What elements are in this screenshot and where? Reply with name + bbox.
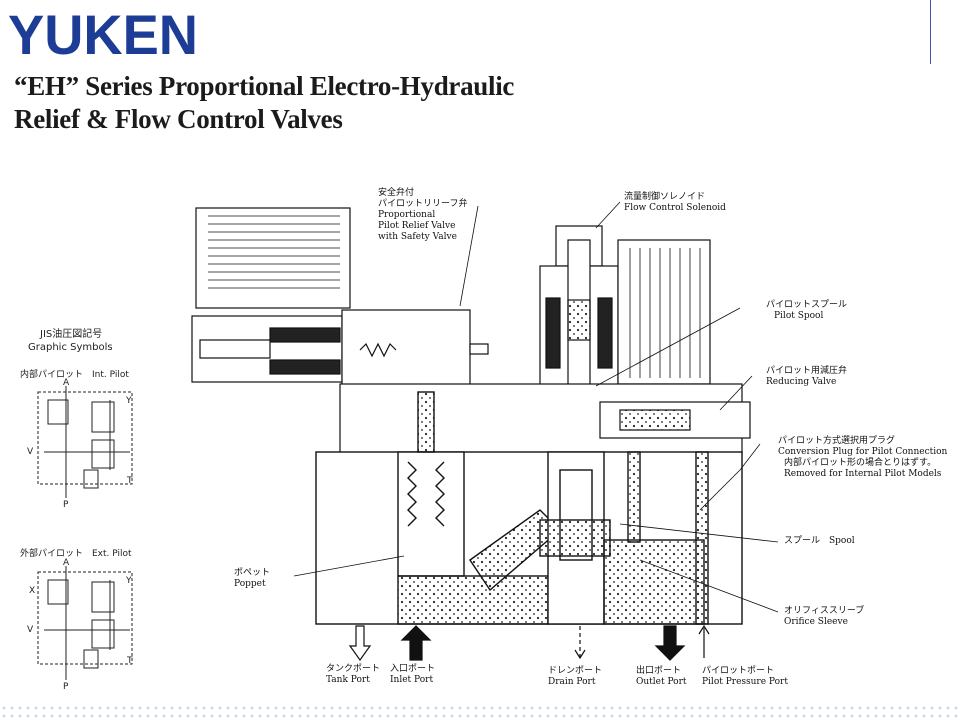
port-y-int: Y bbox=[126, 396, 132, 406]
yuken-logo: YUKEN bbox=[8, 8, 198, 60]
pilot-port-en: Pilot Pressure Port bbox=[702, 677, 788, 687]
drain-port-label: ドレンポート Drain Port bbox=[548, 666, 602, 688]
tank-port-label: タンクポート Tank Port bbox=[326, 664, 380, 686]
outlet-port-label: 出口ポート Outlet Port bbox=[636, 666, 687, 688]
port-p-ext: P bbox=[63, 682, 69, 692]
callout-solenoid-jp: 流量制御ソレノイド bbox=[624, 192, 706, 202]
pilot-relief-body bbox=[191, 309, 489, 391]
header-rule bbox=[930, 0, 931, 64]
title-line-2: Relief & Flow Control Valves bbox=[14, 104, 343, 134]
flow-solenoid-connector bbox=[617, 239, 711, 385]
graphic-symbols-title: JIS油圧図記号 Graphic Symbols bbox=[28, 328, 113, 354]
callout-conversion-jp: パイロット方式選択用プラグ bbox=[778, 436, 896, 446]
inlet-port-label: 入口ポート Inlet Port bbox=[390, 664, 435, 686]
flow-arrows bbox=[348, 624, 710, 662]
callout-reducing-valve: パイロット用減圧弁 Reducing Valve bbox=[766, 366, 847, 388]
port-v-ext: V bbox=[27, 625, 34, 635]
leader-lines bbox=[293, 201, 779, 613]
callout-orifice-en: Orifice Sleeve bbox=[784, 617, 848, 627]
callout-reducing-jp: パイロット用減圧弁 bbox=[766, 366, 848, 376]
callout-poppet-jp: ポペット bbox=[234, 568, 271, 578]
main-body bbox=[315, 391, 743, 625]
callout-conversion-en2: 内部パイロット形の場合とりはずす。 bbox=[784, 458, 937, 468]
callout-conversion-en3: Removed for Internal Pilot Models bbox=[784, 469, 942, 479]
graphic-symbols-title-en: Graphic Symbols bbox=[28, 342, 113, 353]
tank-port-en: Tank Port bbox=[326, 675, 370, 685]
callout-pilot-spool-en: Pilot Spool bbox=[774, 311, 824, 321]
int-pilot-label: 内部パイロット Int. Pilot bbox=[20, 370, 129, 380]
port-y-ext: Y bbox=[126, 576, 132, 586]
port-p-int: P bbox=[63, 500, 69, 510]
callout-solenoid-en: Flow Control Solenoid bbox=[624, 203, 726, 213]
pilot-port-label: パイロットポート Pilot Pressure Port bbox=[702, 666, 788, 688]
callout-reducing-en: Reducing Valve bbox=[766, 377, 837, 387]
callout-spool: スプール Spool bbox=[784, 536, 855, 546]
port-x-ext: X bbox=[29, 586, 36, 596]
inlet-port-en: Inlet Port bbox=[390, 675, 434, 685]
page-title: “EH” Series Proportional Electro-Hydraul… bbox=[14, 70, 514, 136]
callout-conversion-en1: Conversion Plug for Pilot Connection bbox=[778, 447, 948, 457]
port-a-int: A bbox=[63, 378, 70, 388]
callout-conversion-plug: パイロット方式選択用プラグ Conversion Plug for Pilot … bbox=[778, 436, 947, 480]
drain-port-en: Drain Port bbox=[548, 677, 596, 687]
pilot-port-jp: パイロットポート bbox=[702, 666, 775, 676]
callout-relief-valve: 安全弁付 パイロットリリーフ弁 Proportional Pilot Relie… bbox=[378, 188, 467, 243]
callout-relief-en: Proportional Pilot Relief Valve with Saf… bbox=[378, 210, 457, 242]
callout-flow-solenoid: 流量制御ソレノイド Flow Control Solenoid bbox=[624, 192, 726, 214]
footer-dot-pattern bbox=[0, 704, 960, 720]
inlet-port-jp: 入口ポート bbox=[390, 664, 436, 674]
relief-solenoid bbox=[195, 207, 351, 309]
callout-relief-jp: 安全弁付 パイロットリリーフ弁 bbox=[378, 188, 468, 209]
callout-orifice-sleeve: オリフィススリーブ Orifice Sleeve bbox=[784, 606, 864, 628]
title-line-1: “EH” Series Proportional Electro-Hydraul… bbox=[14, 71, 515, 101]
port-a-ext: A bbox=[63, 558, 70, 568]
outlet-port-jp: 出口ポート bbox=[636, 666, 682, 676]
callout-poppet-en: Poppet bbox=[234, 579, 266, 589]
tank-port-jp: タンクポート bbox=[326, 664, 381, 674]
callout-pilot-spool: パイロットスプール Pilot Spool bbox=[766, 300, 847, 322]
drain-port-jp: ドレンポート bbox=[548, 666, 603, 676]
callout-pilot-spool-jp: パイロットスプール bbox=[766, 300, 848, 310]
upper-body bbox=[339, 383, 751, 455]
port-t-ext: T bbox=[127, 656, 133, 666]
outlet-port-en: Outlet Port bbox=[636, 677, 687, 687]
callout-orifice-jp: オリフィススリーブ bbox=[784, 606, 865, 616]
port-v-int: V bbox=[27, 447, 34, 457]
port-t-int: T bbox=[127, 476, 133, 486]
graphic-symbols-title-jp: JIS油圧図記号 bbox=[40, 329, 103, 340]
ext-pilot-label: 外部パイロット Ext. Pilot bbox=[20, 549, 132, 559]
callout-poppet: ポペット Poppet bbox=[234, 568, 270, 590]
svg-text:YUKEN: YUKEN bbox=[8, 8, 198, 60]
